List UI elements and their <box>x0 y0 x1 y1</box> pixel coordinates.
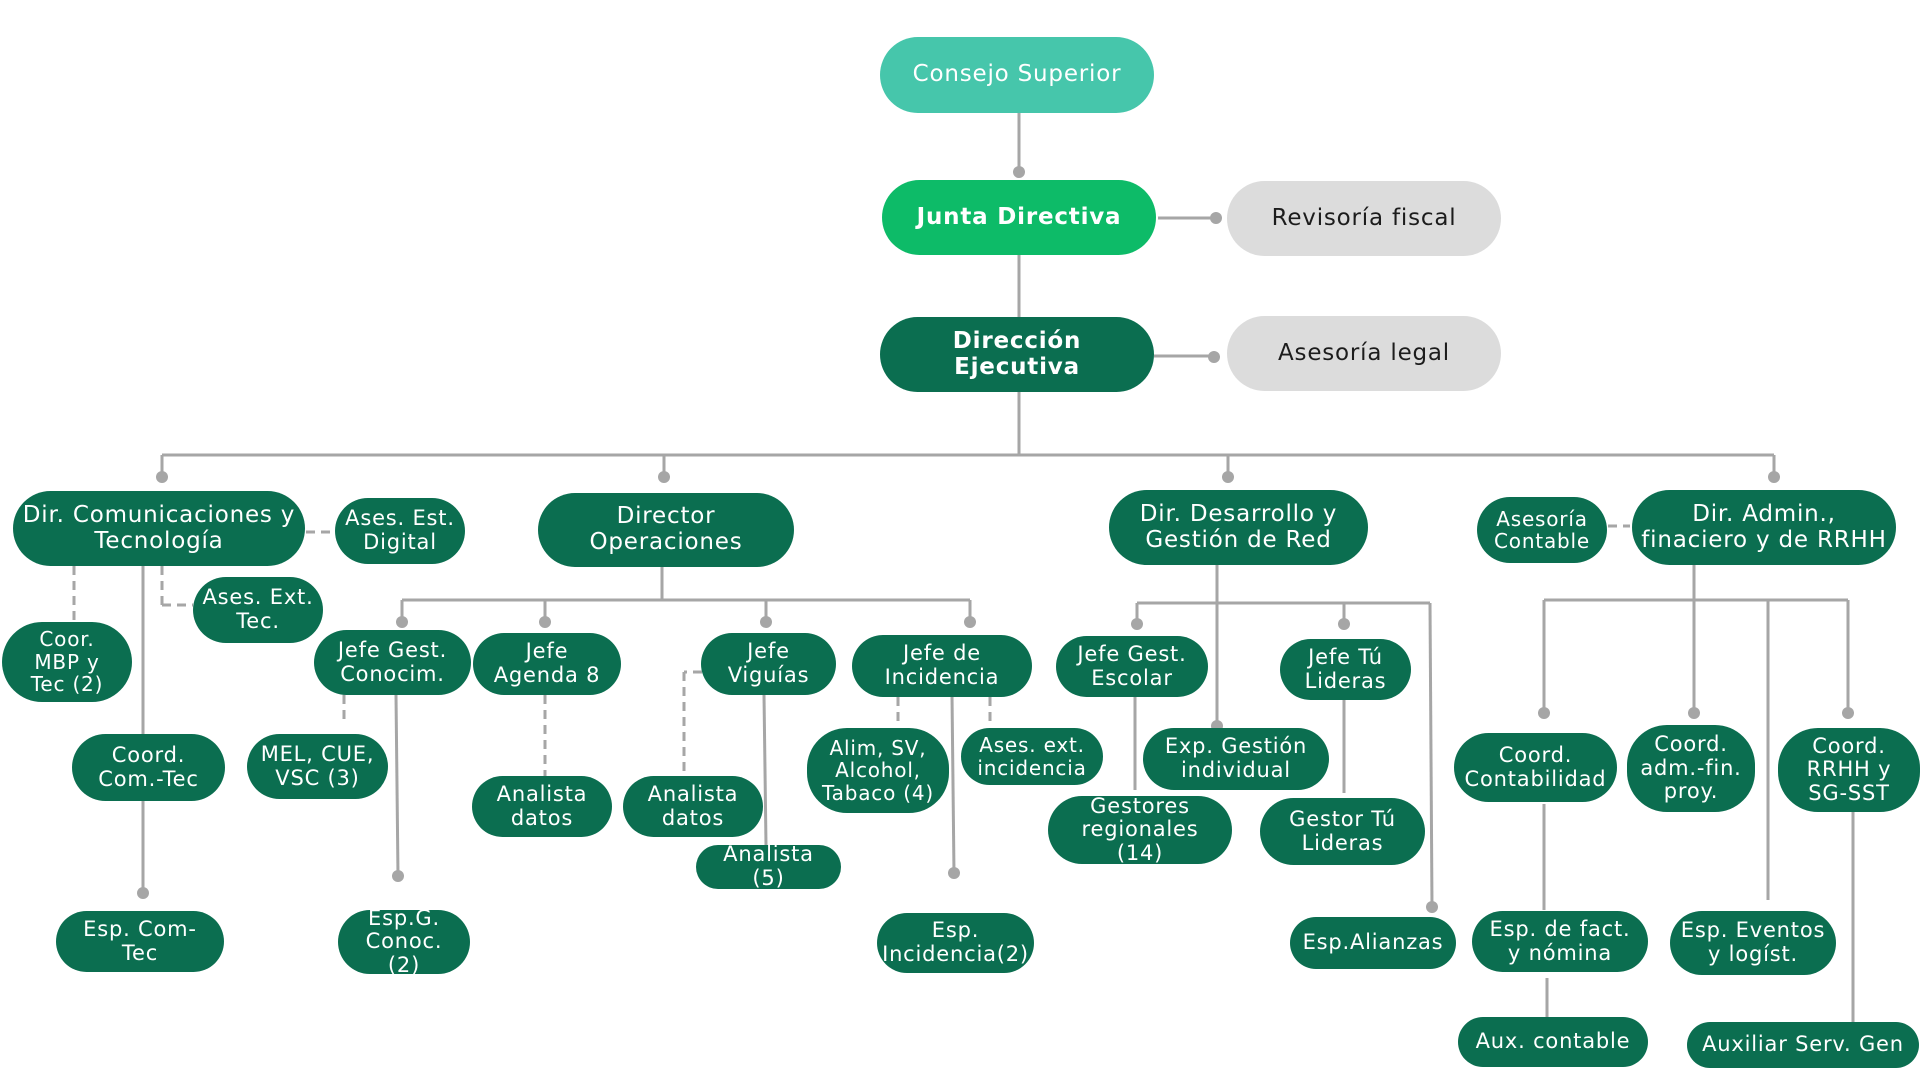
node-esp-com-tec: Esp. Com- Tec <box>56 911 224 972</box>
node-ases-ext-incidencia: Ases. ext. incidencia <box>961 728 1103 785</box>
node-director-operaciones: Director Operaciones <box>538 493 794 567</box>
node-analista-5: Analista (5) <box>696 843 841 890</box>
node-asesoria-legal: Asesoría legal <box>1227 316 1501 391</box>
node-dir-desarrollo: Dir. Desarrollo y Gestión de Red <box>1109 490 1368 565</box>
node-analista-datos-1: Analista datos <box>472 776 612 837</box>
node-coord-com-tec: Coord. Com.-Tec <box>72 734 225 801</box>
node-esp-alianzas: Esp.Alianzas <box>1290 917 1456 969</box>
node-jefe-agenda-8: Jefe Agenda 8 <box>473 633 621 695</box>
node-esp-fact-nomina: Esp. de fact. y nómina <box>1472 911 1648 972</box>
node-mel-cue-vsc: MEL, CUE, VSC (3) <box>247 734 388 799</box>
node-coord-rrhh-sg-sst: Coord. RRHH y SG-SST <box>1778 728 1920 812</box>
node-aux-contable: Aux. contable <box>1458 1017 1648 1067</box>
node-coor-mbp-tec: Coor. MBP y Tec (2) <box>2 622 132 702</box>
node-ases-est-digital: Ases. Est. Digital <box>335 498 465 564</box>
node-jefe-gest-conocim: Jefe Gest. Conocim. <box>314 630 471 695</box>
node-analista-datos-2: Analista datos <box>623 776 763 837</box>
node-exp-gestion-individual: Exp. Gestión individual <box>1143 728 1329 790</box>
node-coord-contabilidad: Coord. Contabilidad <box>1454 733 1617 802</box>
node-asesoria-contable: Asesoría Contable <box>1477 497 1607 563</box>
node-jefe-gest-escolar: Jefe Gest. Escolar <box>1056 636 1208 697</box>
node-direccion-ejecutiva: Dirección Ejecutiva <box>880 317 1154 392</box>
node-junta-directiva: Junta Directiva <box>882 180 1156 255</box>
node-dir-admin-financiero-rrhh: Dir. Admin., finaciero y de RRHH <box>1632 490 1896 565</box>
node-dir-comunicaciones: Dir. Comunicaciones y Tecnología <box>13 491 305 566</box>
node-esp-incidencia: Esp. Incidencia(2) <box>877 913 1034 973</box>
node-gestores-regionales: Gestores regionales (14) <box>1048 794 1232 865</box>
node-jefe-tu-lideras: Jefe Tú Lideras <box>1280 639 1411 700</box>
node-gestor-tu-lideras: Gestor Tú Lideras <box>1260 798 1425 865</box>
node-auxiliar-serv-gen: Auxiliar Serv. Gen <box>1687 1022 1919 1068</box>
node-esp-eventos-logist: Esp. Eventos y logíst. <box>1670 911 1836 975</box>
node-esp-g-conoc: Esp.G. Conoc. (2) <box>338 906 470 977</box>
node-consejo-superior: Consejo Superior <box>880 37 1154 113</box>
node-revisoria-fiscal: Revisoría fiscal <box>1227 181 1501 256</box>
node-alim-sv-alcohol-tabaco: Alim, SV, Alcohol, Tabaco (4) <box>807 728 949 813</box>
node-coord-adm-fin-proy: Coord. adm.-fin. proy. <box>1627 725 1755 812</box>
node-ases-ext-tec: Ases. Ext. Tec. <box>193 577 323 643</box>
node-jefe-incidencia: Jefe de Incidencia <box>852 635 1032 697</box>
node-jefe-viguias: Jefe Viguías <box>701 633 836 695</box>
